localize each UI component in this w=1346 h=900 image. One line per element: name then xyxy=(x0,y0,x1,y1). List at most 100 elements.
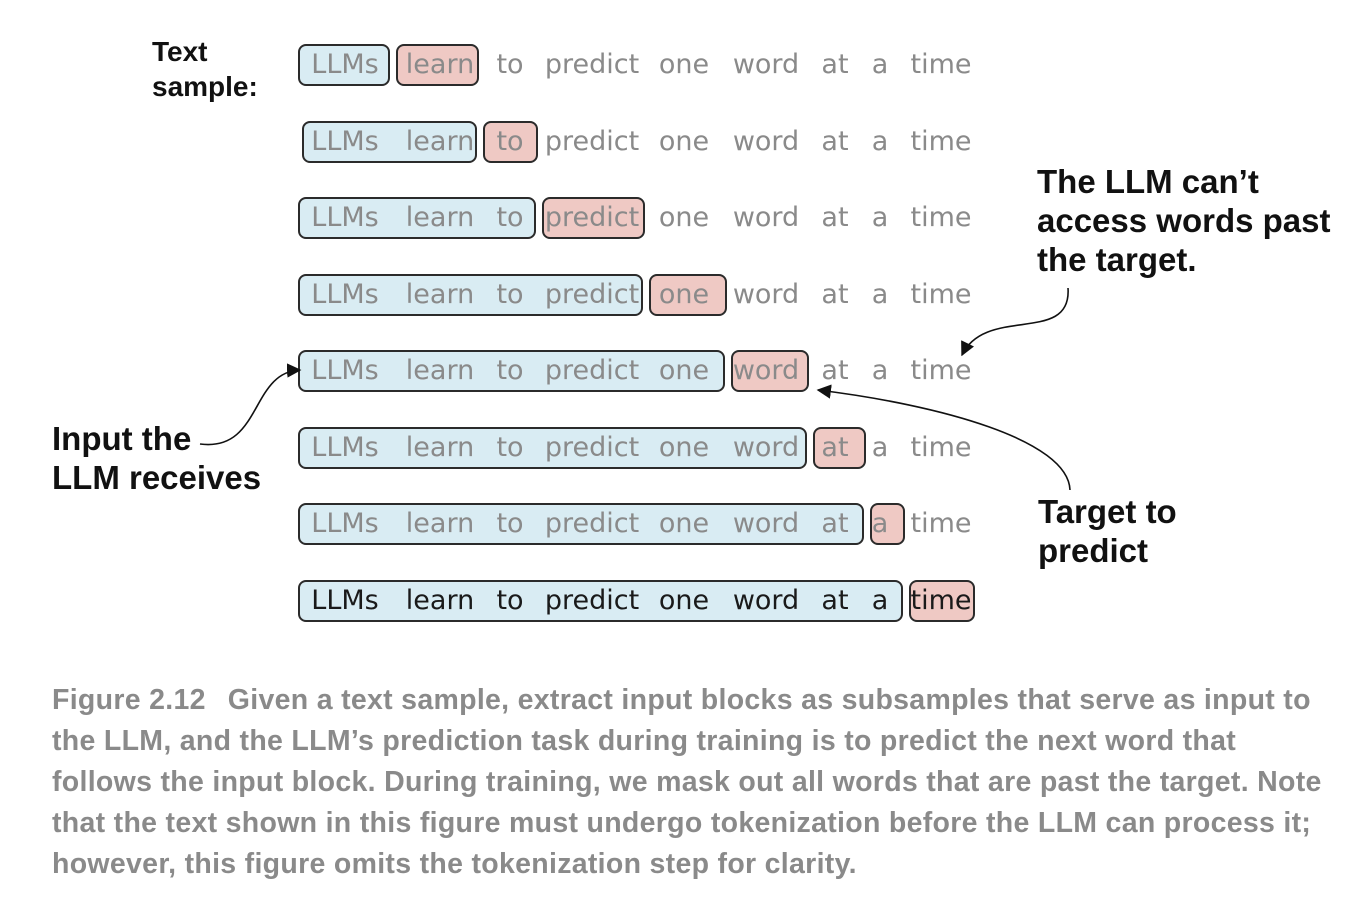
sample-word: LLMs xyxy=(311,584,379,616)
sample-word: word xyxy=(732,125,800,157)
sample-word: time xyxy=(910,202,972,233)
input-annotation-arrow xyxy=(199,363,302,446)
sample-word: learn xyxy=(405,508,475,539)
no-access-annotation-line: access words past xyxy=(1037,202,1331,239)
sample-word: LLMs xyxy=(311,355,379,386)
sample-word: word xyxy=(732,431,800,463)
input-block-box xyxy=(298,503,864,545)
sample-word: predict xyxy=(544,584,640,616)
input-annotation-line: LLM receives xyxy=(52,459,262,496)
no-access-annotation: The LLM can’t access words past the targ… xyxy=(1037,162,1331,279)
sample-word: word xyxy=(732,202,800,233)
input-annotation-line: Input the xyxy=(52,420,192,457)
sample-word: at xyxy=(821,584,849,616)
input-block-box xyxy=(302,120,477,163)
sample-word: to xyxy=(496,431,524,463)
sample-word: learn xyxy=(405,278,475,310)
sample-word: LLMs xyxy=(311,278,379,310)
input-block-box xyxy=(298,426,807,469)
sample-word: predict xyxy=(544,202,640,233)
sample-word: time xyxy=(910,49,972,80)
sample-word: time xyxy=(910,355,972,386)
input-block-box xyxy=(298,579,903,622)
sample-word: one xyxy=(658,49,710,80)
sample-word: LLMs xyxy=(311,49,379,80)
sample-word: one xyxy=(658,202,710,233)
input-block-box xyxy=(298,350,725,392)
sample-word: time xyxy=(910,508,972,539)
sample-word: time xyxy=(910,125,972,157)
sample-word: to xyxy=(496,202,524,233)
sample-word: a xyxy=(871,278,889,310)
target-annotation: Target to predict xyxy=(1038,492,1177,570)
sample-word: predict xyxy=(544,355,640,386)
sample-word: learn xyxy=(405,584,475,616)
sample-word: time xyxy=(910,278,972,310)
figure-caption-text: Given a text sample, extract input block… xyxy=(52,684,1322,880)
target-annotation-line: predict xyxy=(1038,532,1149,569)
sample-word: LLMs xyxy=(311,202,379,233)
sample-word: time xyxy=(910,584,972,616)
sample-word: learn xyxy=(405,355,475,386)
target-word-box xyxy=(483,120,538,163)
no-access-annotation-line: The LLM can’t xyxy=(1037,163,1259,200)
sample-word: a xyxy=(871,49,889,80)
target-word-box xyxy=(396,44,479,86)
sample-word: to xyxy=(496,49,524,80)
target-word-box xyxy=(731,350,809,392)
sample-word: a xyxy=(871,584,889,616)
sample-word: a xyxy=(871,125,889,157)
sample-word: to xyxy=(496,355,524,386)
sample-word: learn xyxy=(405,125,475,157)
text-sample-label: Text sample: xyxy=(152,34,258,104)
sample-word: at xyxy=(821,355,849,386)
sample-word: a xyxy=(871,202,889,233)
sample-word: a xyxy=(871,355,889,386)
sample-word: LLMs xyxy=(311,508,379,539)
sample-word: to xyxy=(496,508,524,539)
input-annotation: Input the LLM receives xyxy=(52,419,261,497)
sample-word: one xyxy=(658,508,710,539)
sample-word: predict xyxy=(544,508,640,539)
sample-word: at xyxy=(821,49,849,80)
sample-word: predict xyxy=(544,49,640,80)
sample-word: word xyxy=(732,584,800,616)
sample-word: word xyxy=(732,355,800,386)
target-word-box xyxy=(542,197,645,239)
sample-word: predict xyxy=(544,431,640,463)
target-annotation-line: Target to xyxy=(1038,493,1177,530)
text-sample-label-line: sample: xyxy=(152,71,258,102)
target-word-box xyxy=(813,426,866,469)
sample-word: word xyxy=(732,508,800,539)
target-word-box xyxy=(909,579,975,622)
target-word-box xyxy=(649,273,727,316)
sample-word: to xyxy=(496,125,524,157)
sample-word: to xyxy=(496,584,524,616)
input-block-box xyxy=(298,273,643,316)
sample-word: one xyxy=(658,431,710,463)
sample-word: a xyxy=(871,508,889,539)
text-sample-label-line: Text xyxy=(152,36,208,67)
sample-word: to xyxy=(496,278,524,310)
sample-word: one xyxy=(658,278,710,310)
sample-word: one xyxy=(658,125,710,157)
sample-word: one xyxy=(658,584,710,616)
no-access-annotation-arrow xyxy=(961,287,1069,357)
sample-word: learn xyxy=(405,202,475,233)
no-access-annotation-line: the target. xyxy=(1037,241,1197,278)
input-block-box xyxy=(298,197,536,239)
sample-word: at xyxy=(821,278,849,310)
sample-word: at xyxy=(821,508,849,539)
annotation-arrows xyxy=(199,287,1071,491)
sample-word: one xyxy=(658,355,710,386)
sample-word: a xyxy=(871,431,889,463)
sample-word: learn xyxy=(405,431,475,463)
target-word-box xyxy=(870,503,905,545)
sample-word: at xyxy=(821,431,849,463)
sample-word: at xyxy=(821,125,849,157)
sample-word: LLMs xyxy=(311,431,379,463)
sample-word: predict xyxy=(544,278,640,310)
sample-word: at xyxy=(821,202,849,233)
